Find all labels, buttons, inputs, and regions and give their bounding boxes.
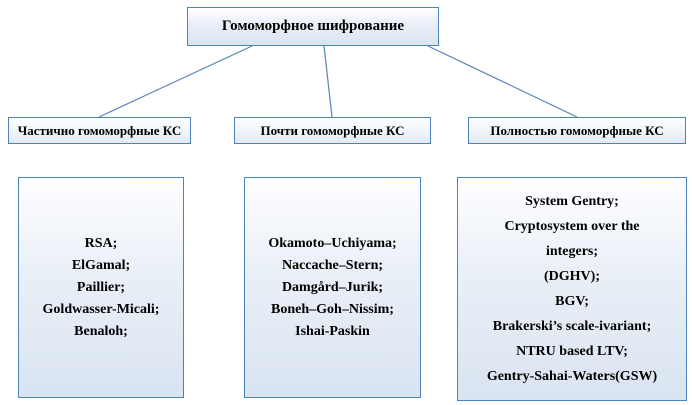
list-item: RSA;	[84, 235, 118, 251]
list-item: Paillier;	[76, 279, 126, 295]
list-item: Goldwasser-Micali;	[42, 301, 160, 317]
branch-header-label: Почти гомоморфные КС	[260, 122, 405, 138]
root-label: Гомоморфное шифрование	[221, 18, 405, 34]
branch-list-somewhat-homomorphic: Okamoto–Uchiyama; Naccache–Stern; Damgår…	[244, 177, 421, 398]
list-item: Ishai-Paskin	[295, 323, 370, 339]
list-item: ElGamal;	[71, 257, 131, 273]
list-item: NTRU based LTV;	[516, 344, 628, 359]
connector-left	[98, 45, 253, 118]
list-item: Okamoto–Uchiyama;	[268, 235, 397, 251]
list-item: (DGHV);	[544, 269, 600, 284]
list-item: BGV;	[555, 294, 589, 309]
branch-header-somewhat-homomorphic: Почти гомоморфные КС	[234, 117, 431, 144]
branch-list-fully-homomorphic: System Gentry; Cryptosystem over the int…	[457, 177, 687, 401]
branch-header-label: Частично гомоморфные КС	[17, 122, 182, 138]
connector-right	[427, 45, 578, 118]
root-node: Гомоморфное шифрование	[187, 7, 439, 46]
list-item: Gentry-Sahai-Waters(GSW)	[486, 369, 658, 384]
branch-header-fully-homomorphic: Полностью гомоморфные КС	[468, 117, 686, 144]
branch-header-partially-homomorphic: Частично гомоморфные КС	[8, 117, 191, 144]
list-item: Boneh–Goh–Nissim;	[271, 301, 394, 317]
list-item: Naccache–Stern;	[281, 257, 384, 273]
list-item: Cryptosystem over the	[504, 219, 640, 234]
list-item: integers;	[545, 244, 599, 259]
branch-list-partially-homomorphic: RSA; ElGamal; Paillier; Goldwasser-Mical…	[18, 177, 184, 398]
list-item: Damgård–Jurik;	[281, 279, 384, 295]
branch-header-label: Полностью гомоморфные КС	[490, 122, 664, 138]
list-item: Brakerski’s scale-ivariant;	[492, 319, 652, 334]
list-item: System Gentry;	[525, 194, 619, 209]
connector-middle	[323, 45, 333, 118]
list-item: Benaloh;	[74, 323, 128, 339]
